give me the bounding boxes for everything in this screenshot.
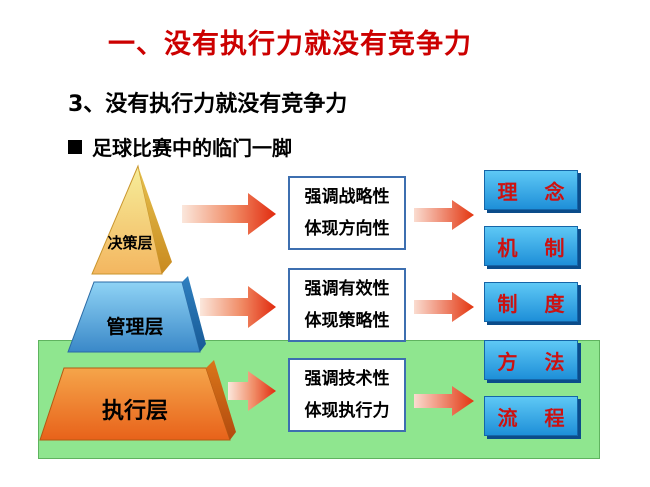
pyramid-label-execution: 执行层 (101, 399, 168, 424)
middle-box-line: 强调技术性 (304, 369, 390, 389)
right-box-mechanism: 机 制 (484, 226, 578, 266)
right-box-method: 方 法 (484, 340, 578, 380)
arrow-icon (414, 386, 474, 416)
bullet-line: 足球比赛中的临门一脚 (68, 132, 292, 161)
pyramid-label-management: 管理层 (106, 316, 164, 338)
arrow-icon (414, 292, 474, 322)
middle-box-effectiveness: 强调有效性 体现策略性 (288, 268, 406, 342)
right-box-system: 制 度 (484, 282, 578, 322)
middle-box-line: 体现方向性 (304, 219, 390, 239)
pyramid-tier-middle (67, 276, 206, 353)
middle-box-line: 体现执行力 (304, 401, 390, 421)
bullet-text: 足球比赛中的临门一脚 (92, 136, 292, 160)
arrow-icon (414, 200, 474, 230)
right-box-concept: 理 念 (484, 170, 578, 210)
arrow-icon (200, 286, 276, 328)
pyramid-tier-top (91, 164, 172, 275)
pyramid-label-decision: 决策层 (107, 234, 153, 252)
middle-box-strategy: 强调战略性 体现方向性 (288, 176, 406, 250)
arrow-icon (182, 193, 276, 235)
middle-box-technique: 强调技术性 体现执行力 (288, 358, 406, 432)
pyramid-tier-bottom (39, 360, 236, 441)
middle-box-line: 强调有效性 (304, 279, 390, 299)
middle-box-line: 体现策略性 (304, 311, 390, 331)
main-title: 一、没有执行力就没有竞争力 (108, 29, 472, 60)
subtitle: 3、没有执行力就没有竞争力 (68, 92, 348, 117)
middle-box-line: 强调战略性 (304, 187, 390, 207)
arrow-icon (228, 371, 276, 411)
bullet-square-icon (68, 140, 82, 154)
right-box-process: 流 程 (484, 396, 578, 436)
